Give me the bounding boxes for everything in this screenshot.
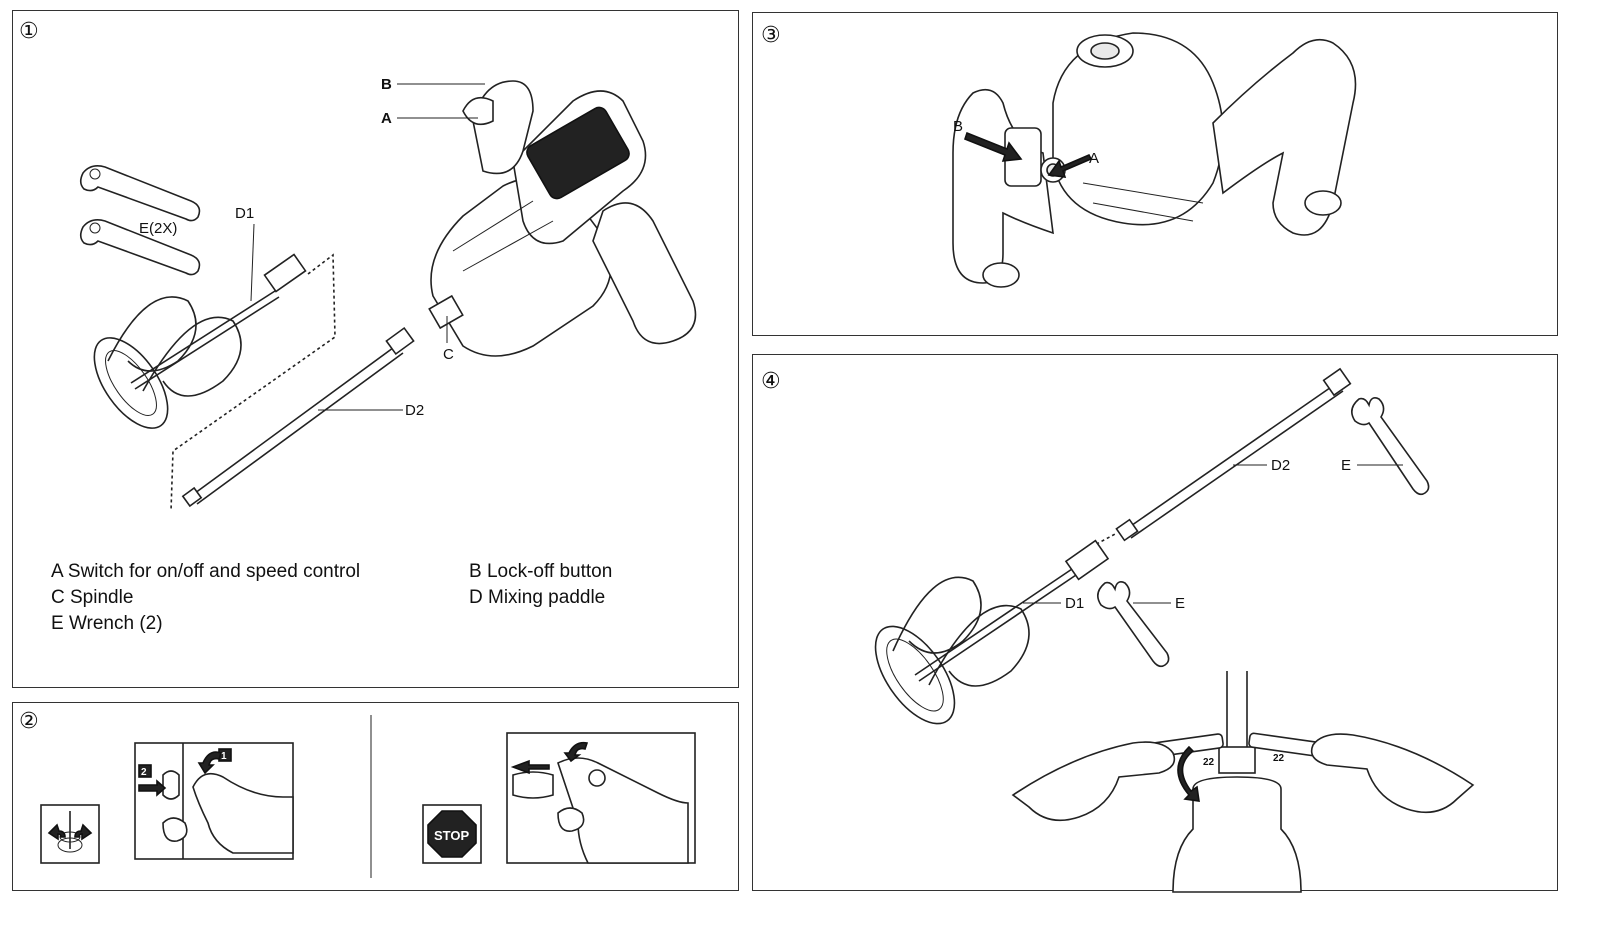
switch-location-illustration: B A bbox=[952, 32, 1357, 288]
stop-sign-icon: STOP bbox=[422, 804, 482, 864]
wrench-icon bbox=[79, 165, 201, 222]
parts-legend-left: A Switch for on/off and speed control C … bbox=[51, 559, 360, 637]
legend-d: D Mixing paddle bbox=[469, 587, 606, 608]
panel-number: ① bbox=[19, 19, 39, 44]
panel-number: ② bbox=[19, 709, 39, 734]
stop-label: STOP bbox=[434, 828, 469, 843]
panel-number: ③ bbox=[761, 23, 781, 48]
label-a: A bbox=[381, 110, 392, 127]
label-b: B bbox=[381, 76, 392, 93]
hand-release-illustration bbox=[510, 741, 689, 864]
panel-2-switch-operation: ② 1 2 STOP bbox=[12, 702, 739, 891]
arrow-a bbox=[1047, 153, 1093, 178]
assembly-guide-line bbox=[170, 253, 336, 512]
panel-3-switch-location: ③ B A bbox=[752, 12, 1558, 336]
legend-b: B Lock-off button bbox=[469, 561, 613, 582]
label-d2: D2 bbox=[1271, 457, 1290, 474]
rotate-arrow-icon bbox=[1177, 745, 1200, 802]
paddle-assembly-illustration: D2 E D1 E 22 22 bbox=[874, 367, 1475, 893]
arrow-b bbox=[964, 131, 1023, 162]
parts-legend-right: B Lock-off button D Mixing paddle bbox=[469, 559, 612, 611]
wrench-size-right: 22 bbox=[1273, 753, 1285, 764]
mixing-paddle-d1 bbox=[93, 253, 307, 429]
mixing-symbol-icon bbox=[40, 804, 100, 864]
assembly-guide-line bbox=[1090, 532, 1118, 548]
label-e2x: E(2X) bbox=[139, 220, 177, 237]
mixing-paddle-d1 bbox=[874, 539, 1110, 725]
label-d1: D1 bbox=[1065, 595, 1084, 612]
label-d2: D2 bbox=[405, 402, 424, 419]
extension-rod-d2 bbox=[181, 326, 415, 508]
wrench-icon bbox=[79, 219, 201, 276]
label-a: A bbox=[1089, 150, 1099, 167]
legend-c: C Spindle bbox=[51, 587, 134, 608]
panel-4-paddle-assembly: ④ D2 E bbox=[752, 354, 1558, 893]
hands-tightening-illustration: 22 22 bbox=[1011, 671, 1475, 893]
step-2-badge: 2 bbox=[141, 767, 147, 778]
switch-operation-illustration: 1 2 STOP bbox=[40, 715, 696, 878]
wrench-size-left: 22 bbox=[1203, 757, 1215, 768]
panel-number: ④ bbox=[761, 369, 781, 394]
label-d1: D1 bbox=[235, 205, 254, 222]
panel-1-overview: ① bbox=[12, 10, 739, 688]
wrench-icon bbox=[1097, 581, 1170, 668]
legend-a: A Switch for on/off and speed control bbox=[51, 561, 361, 582]
label-e-mid: E bbox=[1175, 595, 1185, 612]
overview-illustration: B A E(2X) D1 D2 C bbox=[79, 76, 697, 512]
label-b: B bbox=[953, 118, 963, 135]
label-c: C bbox=[443, 346, 454, 363]
hand-press-illustration: 1 2 bbox=[138, 743, 294, 859]
label-e-top: E bbox=[1341, 457, 1351, 474]
mixer-drill bbox=[428, 80, 697, 357]
step-1-badge: 1 bbox=[221, 751, 227, 762]
legend-e: E Wrench (2) bbox=[51, 613, 163, 634]
extension-rod-d2 bbox=[1115, 367, 1352, 542]
wrench-icon bbox=[1351, 397, 1430, 496]
